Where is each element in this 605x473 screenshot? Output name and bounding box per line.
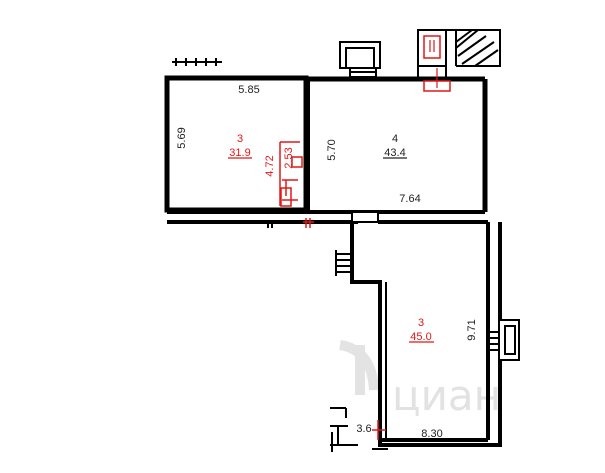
red-marker-bottom: [372, 420, 386, 440]
red-dim-b: 2.53: [283, 147, 295, 168]
red-dim-a: 4.72: [264, 155, 276, 176]
room-lower-number: 3: [418, 317, 424, 329]
room-lower-area: 45.0: [410, 331, 431, 343]
room-left-number: 3: [237, 133, 243, 145]
side-exit: [486, 319, 520, 361]
room-center-area: 43.4: [384, 147, 405, 159]
room-center: [306, 76, 488, 212]
watermark-logo-icon: [338, 340, 379, 395]
dim-center-room-height: 5.70: [326, 139, 338, 160]
room-left-area: 31.9: [229, 147, 250, 159]
room-center-number: 4: [392, 133, 398, 145]
corridor-wall: [167, 210, 488, 228]
area-underlines: [228, 157, 434, 343]
staircase: [417, 29, 501, 92]
dim-lower-room-height: 9.71: [466, 319, 478, 340]
watermark: циан: [338, 340, 501, 420]
top-entrance: [339, 41, 381, 80]
red-marker-corridor: [303, 218, 314, 228]
dim-center-room-width: 7.64: [399, 193, 420, 205]
corridor-steps: [335, 246, 353, 282]
watermark-text: циан: [392, 371, 501, 420]
bottom-left-stub: [330, 407, 388, 452]
dim-lower-room-width: 8.30: [421, 428, 442, 440]
red-wet-point-left: [279, 141, 303, 207]
dim-small-bottom: 3.6: [356, 423, 371, 435]
top-left-stub-walls: [172, 58, 222, 66]
dim-left-room-height: 5.69: [176, 127, 188, 148]
dim-top-left-room: 5.85: [238, 84, 259, 96]
